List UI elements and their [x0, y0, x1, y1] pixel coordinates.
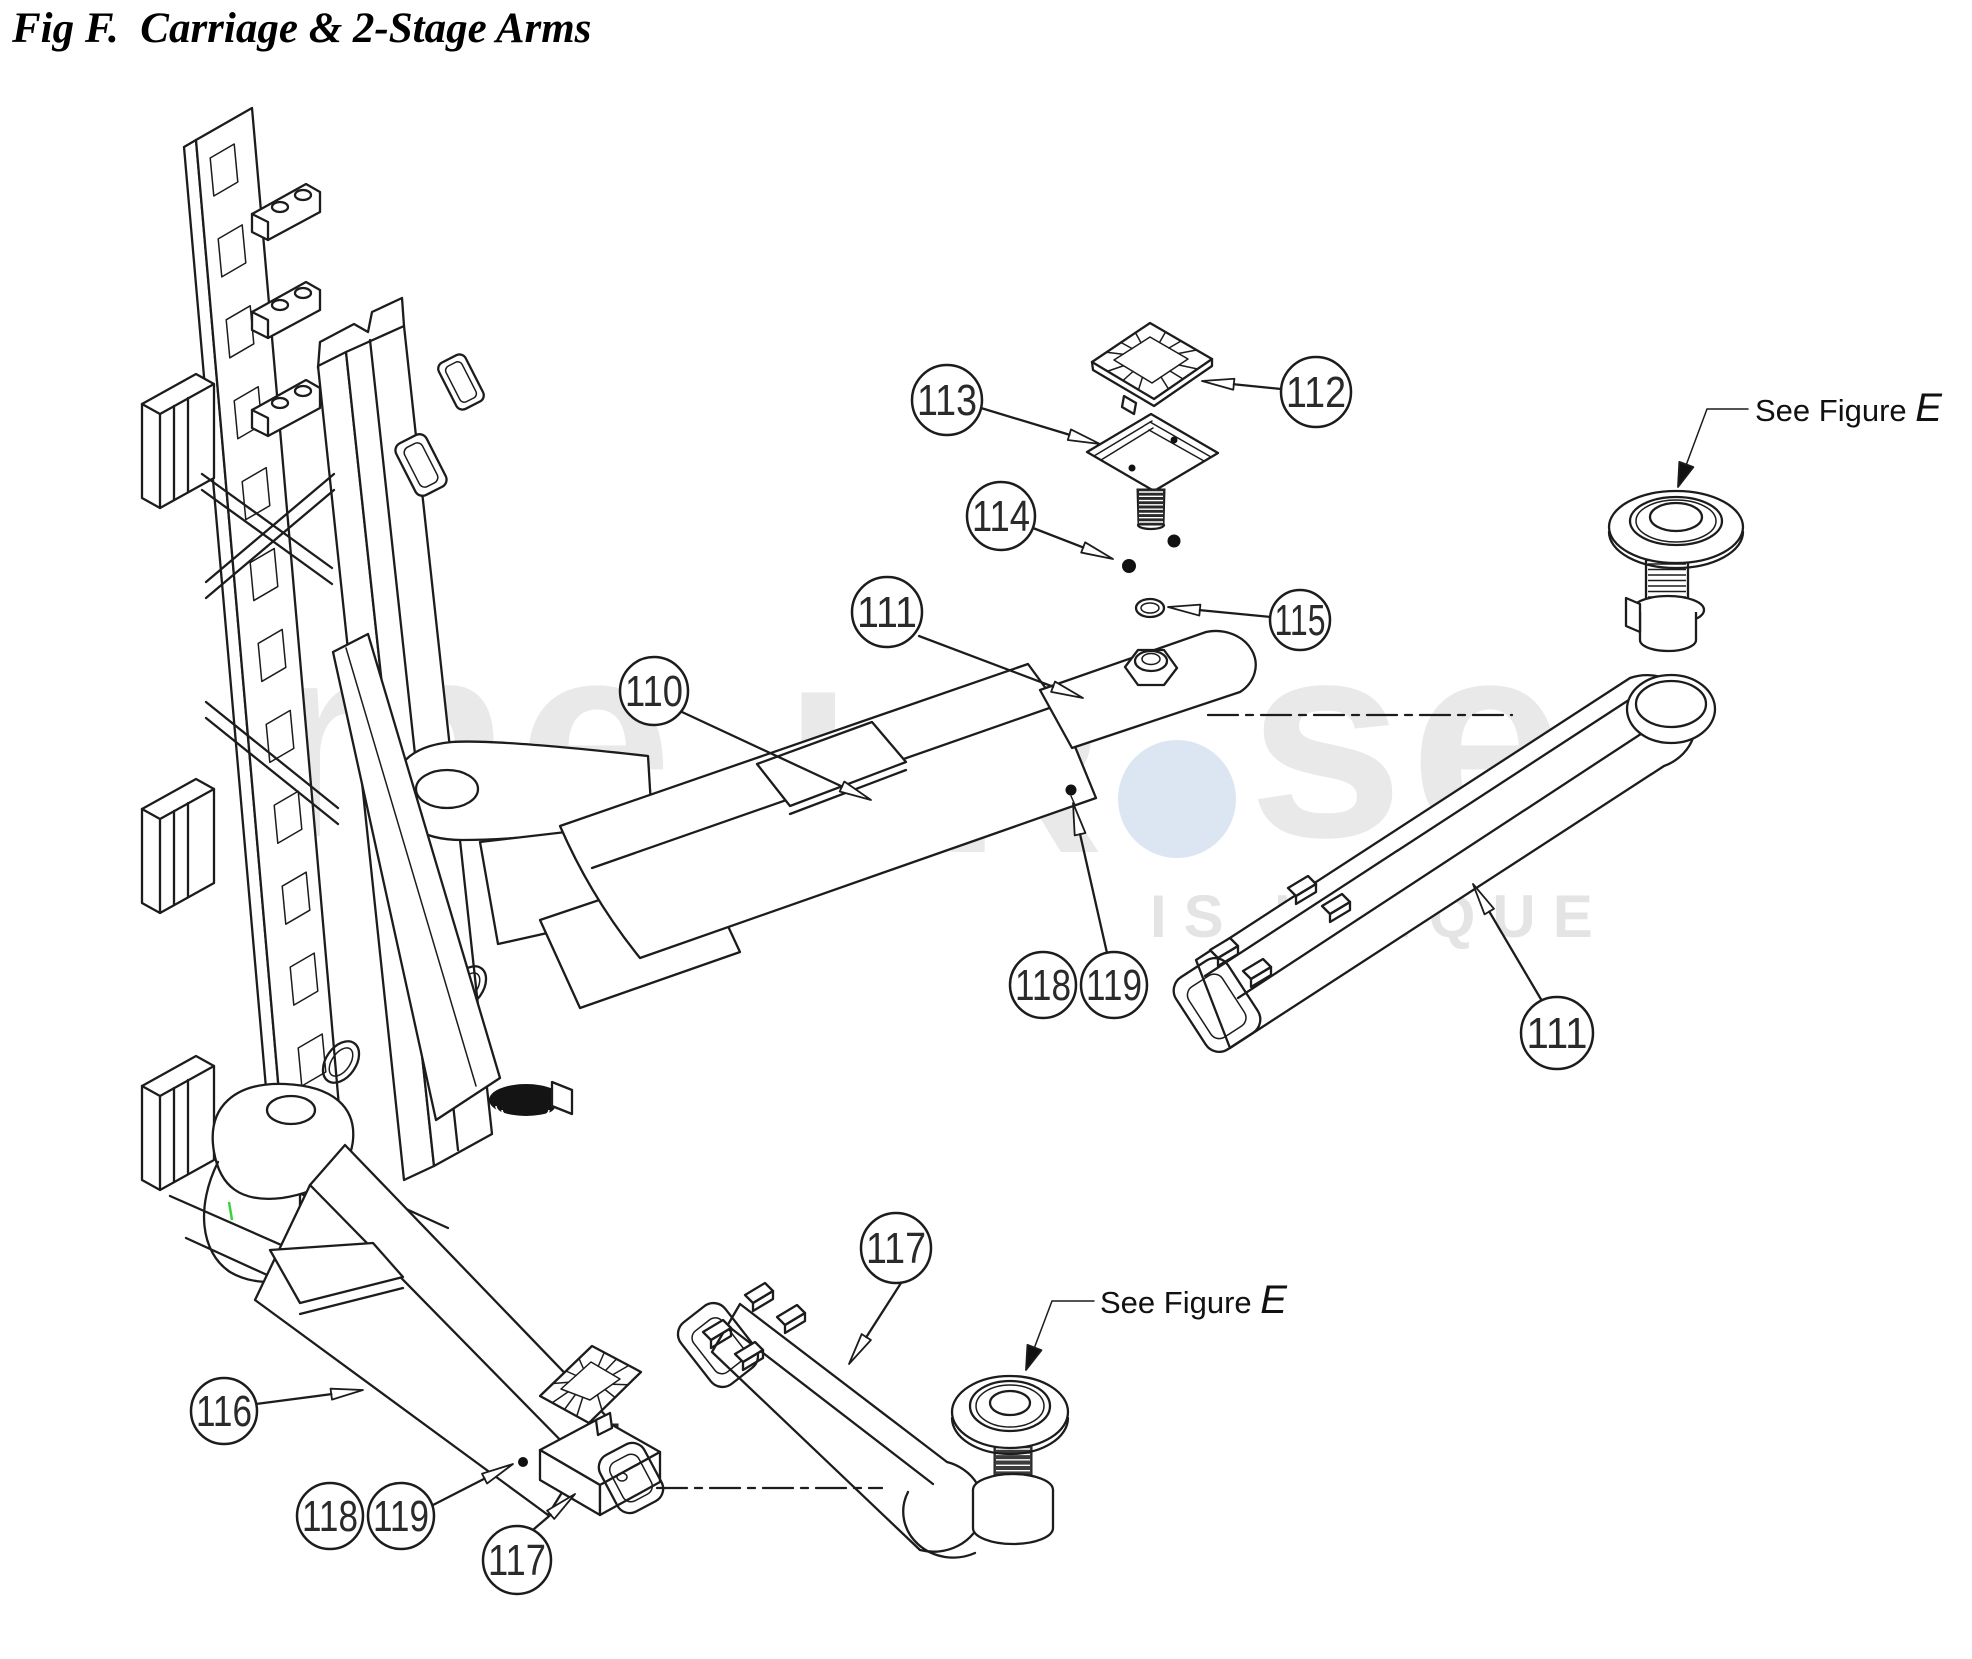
lower-arm-assembly [202, 1080, 610, 1517]
inner-arm-111 [1172, 673, 1717, 1053]
balloon-number: 119 [1086, 961, 1142, 1010]
balloon-111-1: 111 [850, 575, 924, 649]
see-figure-text: See Figure E [1100, 1278, 1288, 1322]
side-clamp [140, 1054, 216, 1192]
rack-slot [257, 628, 287, 683]
grease-fitting [1065, 784, 1077, 796]
balloon-number: 115 [1275, 596, 1326, 645]
rack-slot [273, 790, 303, 845]
rack-slot [241, 466, 271, 521]
see-figure-annotation-0: See Figure E [1685, 386, 1943, 466]
leader-line [979, 406, 1071, 436]
grease-fitting [518, 1457, 528, 1467]
balloon-number: 110 [625, 667, 683, 716]
balloon-number: 113 [917, 376, 977, 425]
balloon-number: 119 [373, 1492, 429, 1541]
balloon-119-13: 119 [1079, 950, 1149, 1020]
callout-balloons: 110 111 111 112 113 114 115 116 117 117 118 119 118 1… [189, 355, 1595, 1596]
carriage-slide-blade [331, 632, 502, 1122]
leader-line [1488, 910, 1544, 1003]
leader-lines [254, 377, 1544, 1531]
swivel-pad-assembly-bottom [902, 1374, 1070, 1559]
rack-hook [250, 182, 322, 242]
leader-line [1198, 608, 1273, 619]
rack-slot [225, 305, 255, 359]
inner-arm-end [1038, 629, 1257, 750]
balloon-119-11: 119 [366, 1481, 436, 1551]
leader-line [1078, 833, 1109, 955]
carriage-rack [182, 106, 342, 1159]
rack-slot [289, 952, 319, 1006]
leader-line [917, 634, 1055, 688]
balloon-number: 111 [857, 588, 917, 637]
rubber-pad-112 [1090, 321, 1214, 416]
balloon-114-5: 114 [965, 480, 1037, 552]
balloon-113-4: 113 [910, 363, 984, 437]
exploded-stack-top [1085, 321, 1220, 619]
column-braces [200, 472, 340, 826]
ball-114 [1167, 534, 1181, 548]
rack-slot [217, 224, 247, 278]
balloon-number: 118 [302, 1492, 358, 1541]
balloon-number: 111 [1527, 1009, 1588, 1058]
rack-slot [297, 1033, 327, 1087]
rack-slot [281, 871, 311, 925]
leader-line [1232, 383, 1283, 391]
figure-title: Fig F. Carriage & 2-Stage Arms [12, 5, 592, 52]
green-tick [227, 1201, 234, 1221]
balloon-110-0: 110 [618, 655, 690, 727]
balloon-number: 116 [196, 1387, 252, 1436]
centerlines [655, 713, 1514, 1490]
leader-line [1031, 526, 1085, 549]
ball-114 [1122, 559, 1136, 573]
arm-slide-block [268, 1241, 405, 1305]
watermark-o-circle [1118, 740, 1236, 858]
leader-line [431, 1477, 486, 1507]
see-figure-text: See Figure E [1755, 386, 1943, 430]
balloon-112-3: 112 [1279, 355, 1353, 429]
side-clamp [140, 777, 216, 915]
balloon-number: 112 [1286, 368, 1346, 417]
leader-line [865, 1281, 903, 1339]
balloon-118-12: 118 [1008, 950, 1078, 1020]
leader-line [680, 710, 844, 788]
balloon-117-9: 117 [481, 1524, 553, 1596]
column-side-clamps [140, 372, 216, 1192]
side-clamp [140, 372, 216, 510]
balloon-116-7: 116 [189, 1376, 259, 1446]
rubber-pad-116-end [538, 1344, 643, 1437]
o-ring-115 [1134, 597, 1166, 619]
balloon-number: 118 [1015, 961, 1071, 1010]
arm-end-hex-nut [1123, 648, 1179, 687]
rack-slot [249, 547, 279, 602]
inner-arm-117 [676, 1281, 1070, 1559]
balloon-number: 117 [488, 1536, 546, 1585]
leader-line [532, 1513, 552, 1531]
rack-slots [209, 143, 327, 1087]
balloon-115-6: 115 [1268, 588, 1332, 652]
arm-slide-plate [755, 720, 908, 808]
rack-slot [209, 143, 239, 197]
balloon-117-8: 117 [859, 1211, 933, 1285]
pad-bracket-113 [1085, 412, 1220, 531]
leader-line [254, 1393, 333, 1406]
balloon-118-10: 118 [295, 1481, 365, 1551]
see-figure-annotation-1: See Figure E [1033, 1278, 1288, 1349]
lower-arm-clamp-end [518, 1344, 665, 1517]
balloon-111-2: 111 [1519, 995, 1595, 1071]
see-figure-annotations: See Figure E See Figure E [1025, 386, 1943, 1371]
upper-arm-assembly [538, 629, 1257, 1010]
column-clips [394, 353, 485, 497]
pad-adapter-dark [489, 1080, 574, 1120]
swivel-pad-assembly-top [1607, 489, 1745, 653]
balloon-number: 114 [972, 492, 1030, 541]
balloon-number: 117 [866, 1224, 926, 1273]
rack-slot [265, 709, 295, 764]
